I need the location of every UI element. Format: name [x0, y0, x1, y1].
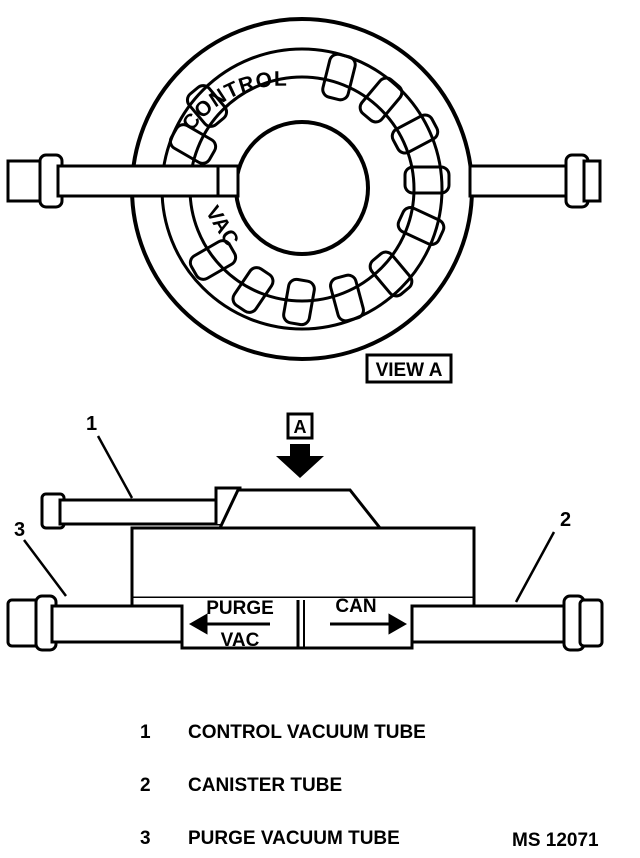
view-a-right-tube — [468, 153, 602, 209]
flow-arrows — [188, 613, 408, 635]
legend-label: CONTROL VACUUM TUBE — [188, 722, 426, 743]
callout-1: 1 — [86, 413, 97, 435]
valve-main-body — [130, 526, 476, 600]
figure-id: MS 12071 — [512, 830, 599, 851]
legend-number: 1 — [140, 722, 151, 743]
legend-label: CANISTER TUBE — [188, 775, 343, 796]
purge-label: PURGE — [206, 598, 274, 619]
callout-leaders — [23, 435, 556, 603]
legend-number: 2 — [140, 775, 151, 796]
view-direction-arrow — [276, 444, 324, 478]
view-a-label-box — [365, 353, 453, 384]
callout-2: 2 — [560, 509, 571, 531]
legend-row: 2 CANISTER TUBE — [0, 775, 640, 801]
legend-row: 3 PURGE VACUUM TUBE — [0, 828, 640, 854]
view-a-drawing — [6, 17, 602, 361]
callout-3: 3 — [14, 519, 25, 541]
legend-label: PURGE VACUUM TUBE — [188, 828, 400, 849]
side-view-drawing — [6, 486, 604, 652]
view-arrow-label-box — [286, 412, 314, 440]
center-hub — [234, 120, 370, 256]
legend-row: 1 CONTROL VACUUM TUBE — [0, 722, 640, 748]
view-a-label: VIEW A — [376, 360, 443, 381]
can-label: CAN — [335, 596, 376, 617]
control-vacuum-tube — [40, 486, 242, 530]
canister-tube — [410, 594, 604, 652]
ring-slots — [168, 52, 451, 327]
legend-number: 3 — [140, 828, 151, 849]
hub-tube-end — [216, 164, 240, 198]
purge-vacuum-tube — [6, 594, 184, 652]
vac-label: VAC — [221, 630, 260, 651]
view-arrow-label: A — [294, 417, 307, 437]
valve-top-cap — [217, 488, 384, 530]
